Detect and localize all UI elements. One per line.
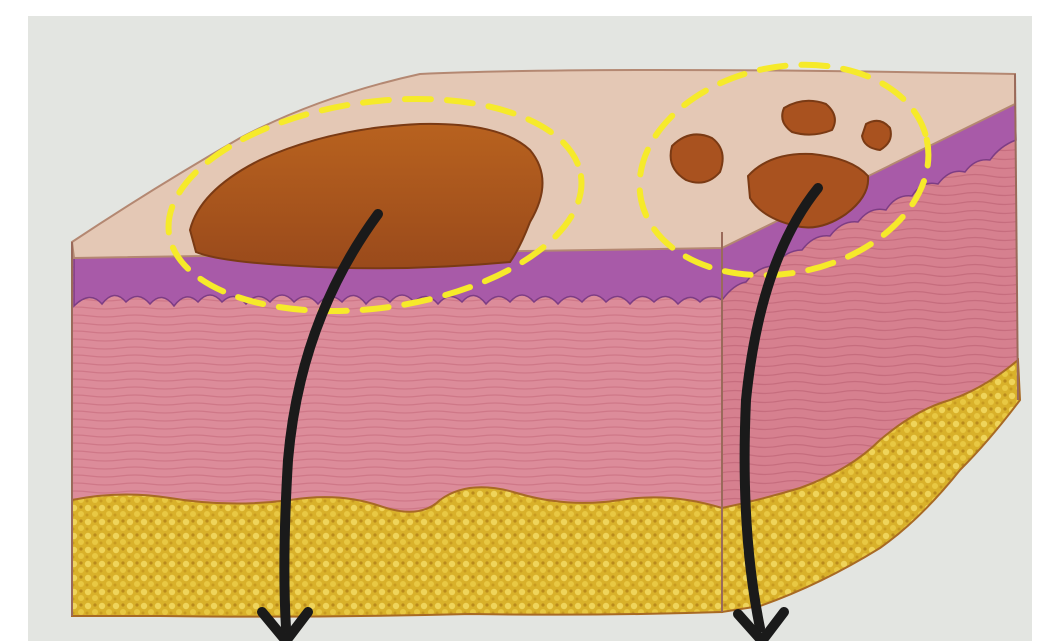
small-lesion-2 <box>782 101 835 135</box>
small-lesion-3 <box>862 121 891 150</box>
small-lesion-1 <box>671 134 723 182</box>
